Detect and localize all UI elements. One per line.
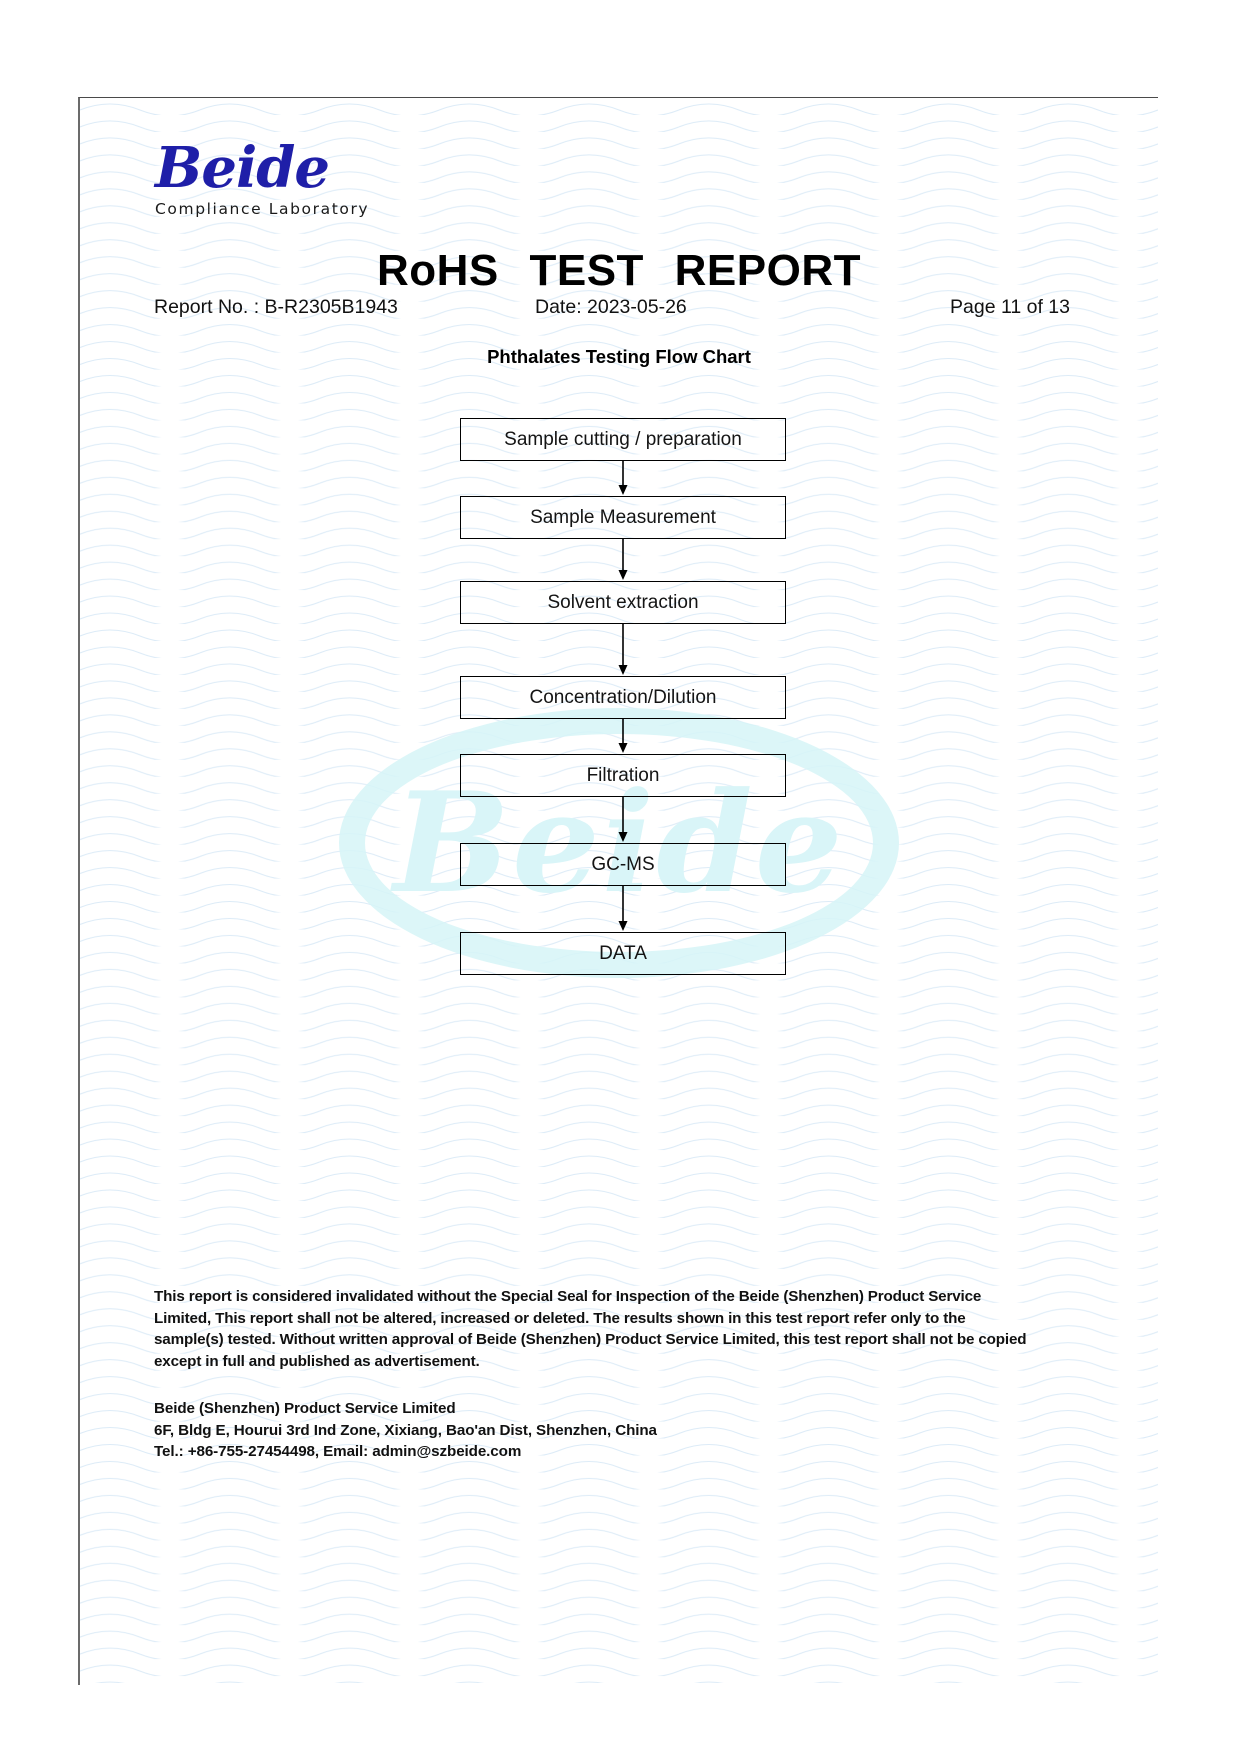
flow-arrow-down-icon	[460, 624, 786, 676]
logo-wordmark: Beide	[155, 135, 330, 201]
page-number: Page 11 of 13	[950, 296, 1070, 318]
phthalates-flow-chart: Sample cutting / preparation Sample Meas…	[460, 418, 786, 975]
document-page: Beide Beide Compliance Laboratory RoHS T…	[78, 97, 1158, 1685]
flow-step-box: Concentration/Dilution	[460, 676, 786, 719]
flow-arrow-down-icon	[460, 886, 786, 932]
footer-contact: Tel.: +86-755-27454498, Email: admin@szb…	[154, 1443, 522, 1461]
brand-logo: Beide Compliance Laboratory	[155, 140, 405, 218]
flow-step-box: Filtration	[460, 754, 786, 797]
footer-disclaimer: This report is considered invalidated wi…	[154, 1288, 1027, 1370]
report-meta-row: Report No. : B-R2305B1943 Date: 2023-05-…	[80, 296, 1158, 322]
section-heading: Phthalates Testing Flow Chart	[487, 346, 751, 367]
logo-subtitle: Compliance Laboratory	[155, 200, 370, 218]
flow-step-box: GC-MS	[460, 843, 786, 886]
report-date: Date: 2023-05-26	[535, 296, 687, 318]
flow-step-box: Sample Measurement	[460, 496, 786, 539]
page-footer: This report is considered invalidated wi…	[154, 1286, 1034, 1463]
page-title: RoHS TEST REPORT	[376, 246, 862, 295]
report-number: Report No. : B-R2305B1943	[154, 296, 398, 318]
footer-address: 6F, Bldg E, Hourui 3rd Ind Zone, Xixiang…	[154, 1421, 657, 1439]
flow-step-box: DATA	[460, 932, 786, 975]
flow-arrow-down-icon	[460, 461, 786, 496]
flow-arrow-down-icon	[460, 797, 786, 843]
footer-company-name: Beide (Shenzhen) Product Service Limited	[154, 1400, 456, 1418]
flow-step-box: Sample cutting / preparation	[460, 418, 786, 461]
flow-arrow-down-icon	[460, 719, 786, 754]
footer-address-block: Beide (Shenzhen) Product Service Limited…	[154, 1398, 1034, 1463]
flow-step-box: Solvent extraction	[460, 581, 786, 624]
flow-arrow-down-icon	[460, 539, 786, 581]
